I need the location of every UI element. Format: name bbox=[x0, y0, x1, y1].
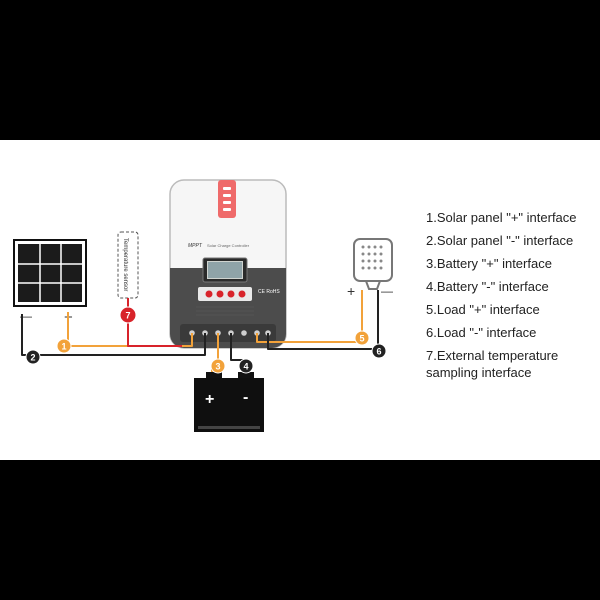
legend-item-4: 4.Battery "-" interface bbox=[426, 279, 549, 294]
marker-7: 7 bbox=[119, 306, 137, 324]
wire-load-negative bbox=[267, 290, 379, 350]
marker-2-label: 2 bbox=[30, 353, 35, 363]
sensor-label: Temperature sensor bbox=[122, 238, 128, 291]
legend-item-6: 6.Load "-" interface bbox=[426, 325, 537, 340]
marker-4: 4 bbox=[238, 358, 254, 374]
battery-icon: + - bbox=[194, 372, 264, 432]
marker-3: 3 bbox=[210, 358, 226, 374]
load-minus-label: — bbox=[381, 284, 393, 298]
controller-button-4[interactable] bbox=[238, 290, 246, 298]
marker-6: 6 bbox=[371, 343, 387, 359]
wiring-diagram: — + Temperature sensor MPPT Solar Charge… bbox=[0, 140, 600, 460]
legend-item-1: 1.Solar panel "+" interface bbox=[426, 210, 577, 225]
marker-6-label: 6 bbox=[376, 347, 381, 357]
status-indicator bbox=[218, 180, 236, 218]
marker-5-label: 5 bbox=[359, 334, 364, 344]
load-lamp-icon bbox=[353, 238, 393, 290]
legend-item-3: 3.Battery "+" interface bbox=[426, 256, 552, 271]
controller-button-2[interactable] bbox=[216, 290, 224, 298]
controller-button-3[interactable] bbox=[227, 290, 235, 298]
legend-item-2: 2.Solar panel "-" interface bbox=[426, 233, 574, 248]
controller-brand: MPPT bbox=[188, 243, 203, 249]
button-panel bbox=[198, 287, 252, 301]
marker-4-label: 4 bbox=[243, 362, 248, 372]
legend-item-5: 5.Load "+" interface bbox=[426, 302, 540, 317]
battery-minus-label: - bbox=[243, 389, 248, 406]
charge-controller: MPPT Solar Charge Controller CE RoHS bbox=[169, 179, 287, 349]
interface-legend: 1.Solar panel "+" interface 2.Solar pane… bbox=[426, 206, 596, 381]
marker-2: 2 bbox=[25, 349, 41, 365]
marker-1: 1 bbox=[56, 338, 72, 354]
legend-item-7: 7.External temperature sampling interfac… bbox=[426, 348, 559, 380]
marker-3-label: 3 bbox=[215, 362, 220, 372]
diagram-canvas: — + Temperature sensor MPPT Solar Charge… bbox=[13, 179, 393, 432]
wire-panel-negative bbox=[21, 314, 206, 356]
cert-label: CE RoHS bbox=[258, 289, 280, 295]
controller-button-1[interactable] bbox=[205, 290, 213, 298]
load-plus-label: + bbox=[347, 283, 355, 299]
marker-7-label: 7 bbox=[125, 311, 130, 321]
marker-1-label: 1 bbox=[61, 342, 66, 352]
marker-5: 5 bbox=[354, 330, 370, 346]
solar-panel-icon bbox=[13, 239, 87, 307]
temperature-sensor-icon: Temperature sensor bbox=[117, 231, 139, 299]
controller-model: Solar Charge Controller bbox=[207, 243, 250, 248]
wire-load-positive bbox=[256, 290, 363, 343]
battery-plus-label: + bbox=[205, 391, 214, 408]
